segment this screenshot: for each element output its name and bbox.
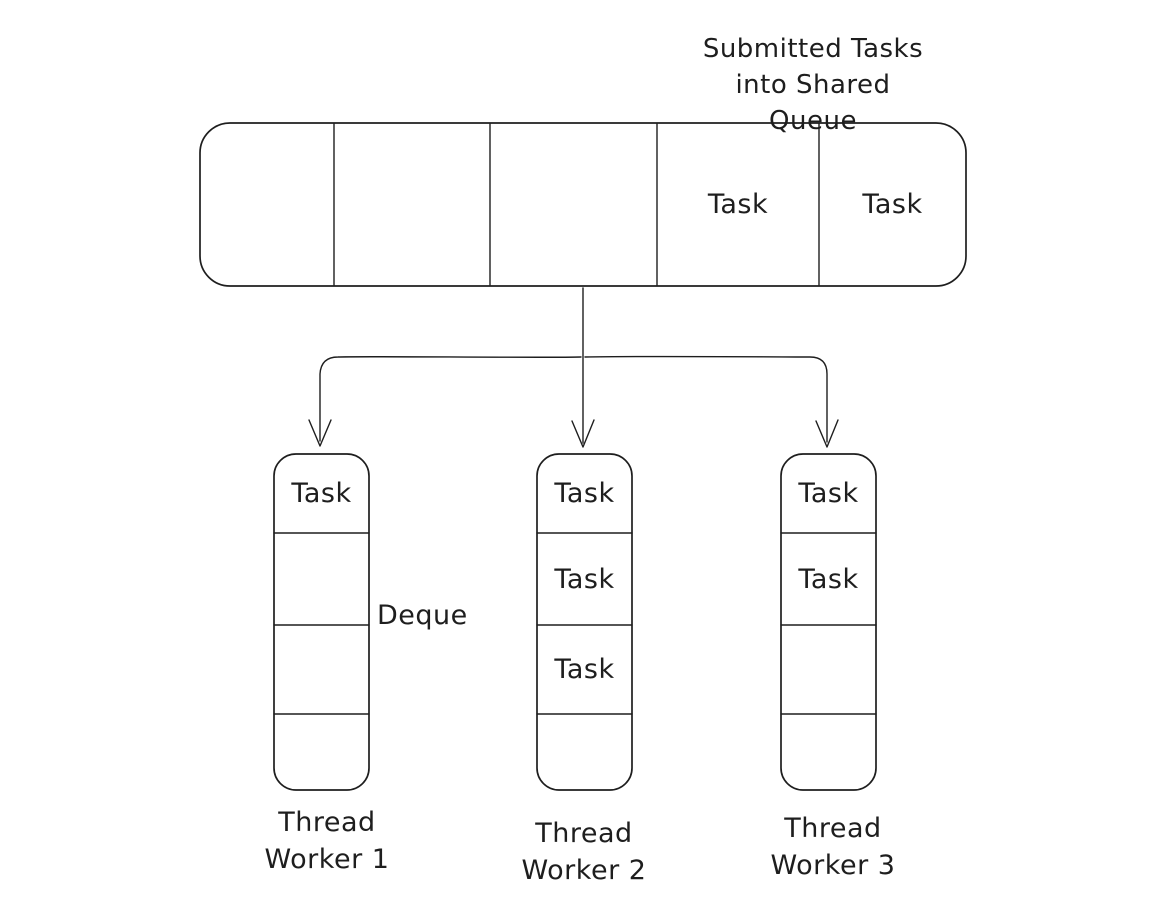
deque-cell <box>274 714 369 790</box>
deque-cell: Task <box>554 478 615 509</box>
queue-cell: Task <box>707 189 769 220</box>
queue-cell <box>490 123 657 286</box>
shared-queue-box <box>199 122 967 287</box>
deque-box-1 <box>273 453 370 791</box>
diagram-title: Submitted Tasks into Shared Queue <box>702 34 924 136</box>
queue-cell <box>200 123 334 286</box>
deque-cell: Task <box>798 478 859 509</box>
deque-box-2 <box>536 453 633 791</box>
deque-cell: Task <box>554 563 615 595</box>
arrowhead-right-icon <box>815 419 839 448</box>
deque-cell: Task <box>554 654 615 685</box>
deque-box-3 <box>780 453 877 791</box>
arrow-branch-right <box>584 355 828 443</box>
arrowhead-left-icon <box>308 419 332 447</box>
worker-label-2: Thread Worker 2 <box>521 818 647 887</box>
deque-label: Deque <box>377 600 468 631</box>
deque-cell <box>537 714 632 790</box>
arrow-branch-left <box>319 356 582 442</box>
deque-cell <box>274 533 369 625</box>
queue-cell: Task <box>862 189 923 220</box>
arrowhead-middle-icon <box>571 419 595 448</box>
worker-label-1: Thread Worker 1 <box>264 807 390 876</box>
deque-cell <box>274 625 369 714</box>
deque-cell <box>781 714 876 790</box>
deque-cell <box>781 625 876 714</box>
worker-label-3: Thread Worker 3 <box>770 813 896 882</box>
deque-cell: Task <box>798 563 859 595</box>
deque-cell: Task <box>291 478 352 509</box>
queue-cell <box>334 123 490 286</box>
